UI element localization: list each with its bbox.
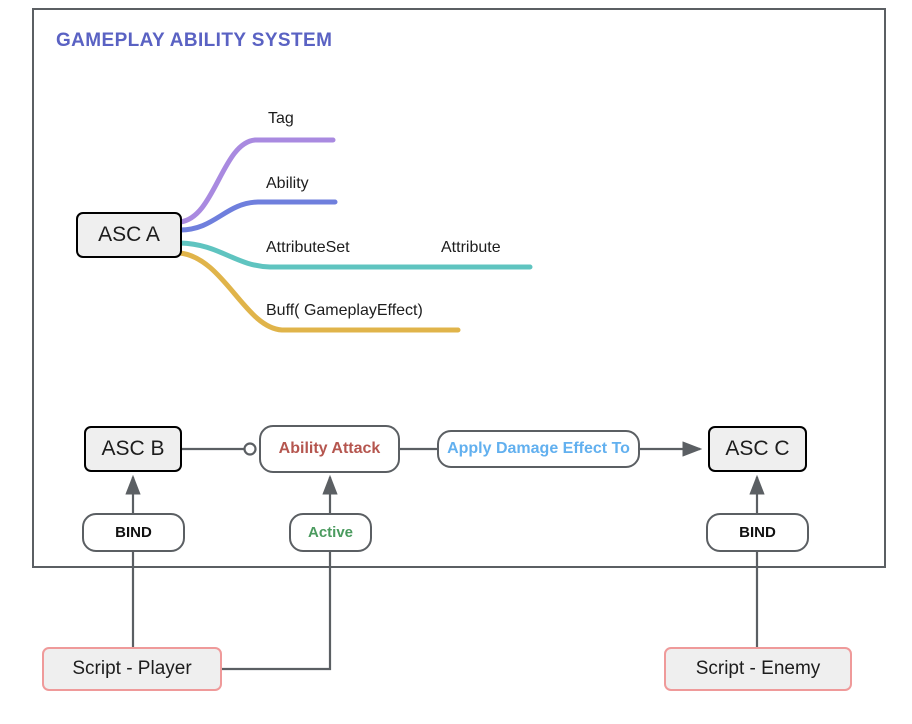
node-bind-left-label: BIND bbox=[115, 524, 152, 541]
node-script-enemy[interactable]: Script - Enemy bbox=[664, 647, 852, 691]
page-title: GAMEPLAY ABILITY SYSTEM bbox=[56, 30, 333, 51]
node-asc-b-label: ASC B bbox=[101, 437, 165, 460]
node-asc-c[interactable]: ASC C bbox=[708, 426, 807, 472]
node-script-player[interactable]: Script - Player bbox=[42, 647, 222, 691]
node-ability-attack[interactable]: Ability Attack bbox=[259, 425, 400, 473]
node-bind-right[interactable]: BIND bbox=[706, 513, 809, 552]
node-active[interactable]: Active bbox=[289, 513, 372, 552]
node-asc-b[interactable]: ASC B bbox=[84, 426, 182, 472]
node-ability-attack-label: Ability Attack bbox=[278, 440, 381, 457]
branch-label-ability: Ability bbox=[266, 175, 309, 192]
connector-scriptplayer-to-active bbox=[221, 552, 332, 671]
branch-label-attributeset: AttributeSet bbox=[266, 239, 350, 256]
node-asc-a-label: ASC A bbox=[98, 223, 160, 246]
node-bind-right-label: BIND bbox=[739, 524, 776, 541]
node-bind-left[interactable]: BIND bbox=[82, 513, 185, 552]
node-asc-c-label: ASC C bbox=[725, 437, 790, 460]
node-script-player-label: Script - Player bbox=[72, 658, 192, 679]
diagram-frame bbox=[32, 8, 886, 568]
branch-label-buff: Buff( GameplayEffect) bbox=[266, 302, 423, 319]
node-apply-damage-effect[interactable]: Apply Damage Effect To bbox=[437, 430, 640, 468]
branch-label-tag: Tag bbox=[268, 110, 294, 127]
node-asc-a[interactable]: ASC A bbox=[76, 212, 182, 258]
node-active-label: Active bbox=[307, 524, 354, 541]
node-apply-damage-effect-label: Apply Damage Effect To bbox=[447, 440, 630, 457]
branch-label-attribute: Attribute bbox=[441, 239, 501, 256]
node-script-enemy-label: Script - Enemy bbox=[695, 658, 821, 679]
